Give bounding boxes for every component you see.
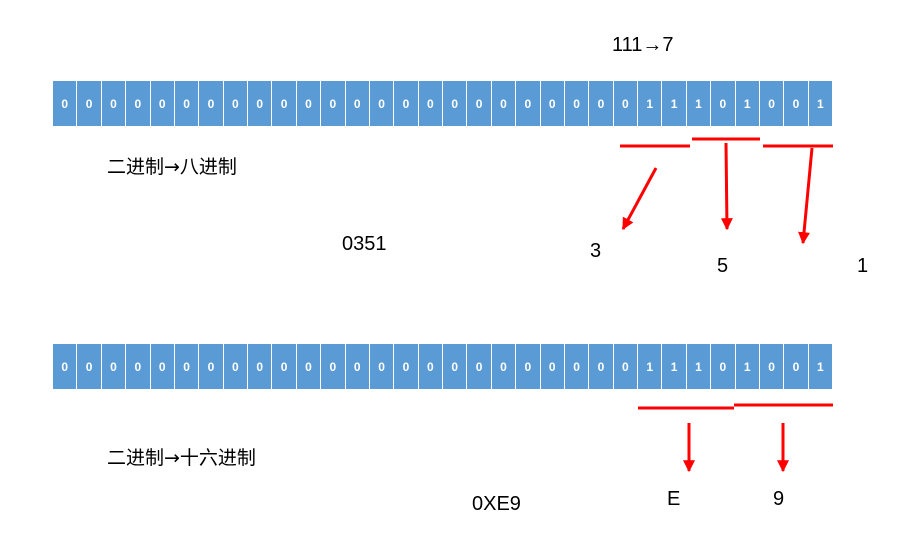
bit-cell: 1 — [736, 81, 760, 126]
bit-cell: 0 — [346, 81, 370, 126]
bit-cell: 0 — [321, 81, 346, 126]
bit-cell: 0 — [492, 344, 517, 389]
caption-binary-to-hex: 二进制→十六进制 — [107, 447, 256, 469]
bit-cell: 1 — [638, 81, 663, 126]
bit-cell: 0 — [467, 81, 492, 126]
bit-cell: 0 — [77, 81, 102, 126]
bit-cell: 0 — [346, 344, 370, 389]
bit-cell: 0 — [224, 344, 248, 389]
bit-cell: 0 — [565, 81, 590, 126]
bit-cell: 0 — [102, 81, 127, 126]
bit-cell: 0 — [370, 81, 395, 126]
bit-cell: 0 — [126, 344, 151, 389]
bit-cell: 0 — [760, 81, 785, 126]
bit-cell: 0 — [419, 344, 443, 389]
bit-cell: 0 — [224, 81, 248, 126]
bit-cell: 1 — [736, 344, 760, 389]
bit-cell: 0 — [760, 344, 785, 389]
bit-cell: 0 — [541, 81, 565, 126]
octal-digit-3: 3 — [590, 240, 602, 262]
bit-cell: 1 — [816, 359, 824, 374]
bit-cell: 0 — [394, 344, 419, 389]
bit-cell: 1 — [638, 344, 663, 389]
bit-cell: 0 — [77, 344, 102, 389]
bit-cell: 0 — [711, 344, 736, 389]
hex-digit-9: 9 — [773, 488, 785, 510]
bit-cell: 0 — [394, 81, 419, 126]
bit-cell: 0 — [467, 344, 492, 389]
hex-result: 0XE9 — [472, 493, 521, 515]
bit-cell: 0 — [419, 81, 443, 126]
bit-cell: 0 — [297, 344, 322, 389]
octal-arrow-1 — [621, 167, 658, 231]
octal-digit-5: 5 — [717, 255, 729, 277]
bit-cell: 0 — [370, 344, 395, 389]
octal-arrow-3 — [798, 147, 814, 245]
bit-cell: 0 — [199, 81, 224, 126]
bit-cell: 0 — [151, 344, 175, 389]
bit-cell: 0 — [126, 81, 151, 126]
octal-arrow-2 — [720, 142, 733, 231]
bit-cell: 0 — [784, 81, 809, 126]
octal-digit-1: 1 — [857, 255, 869, 277]
bit-cell: 0 — [784, 344, 809, 389]
title-label: 111→7 — [612, 34, 674, 56]
bit-cell: 1 — [687, 81, 712, 126]
bit-cell: 0 — [321, 344, 346, 389]
bit-cell: 0 — [614, 344, 638, 389]
bit-cell: 1 — [816, 96, 824, 111]
bit-cell: 0 — [53, 81, 78, 126]
bit-cell: 0 — [589, 81, 614, 126]
bit-cell: 1 — [662, 344, 687, 389]
bit-cell: 0 — [711, 81, 736, 126]
bit-cell: 0 — [516, 344, 541, 389]
bit-cell: 0 — [102, 344, 127, 389]
bit-cell: 0 — [53, 344, 78, 389]
bit-cell: 0 — [614, 81, 638, 126]
bit-cell: 0 — [565, 344, 590, 389]
bit-cell: 0 — [443, 344, 468, 389]
bit-cell: 0 — [199, 344, 224, 389]
bit-cell: 0 — [443, 81, 468, 126]
bit-cell: 0 — [175, 344, 200, 389]
bit-cell: 0 — [492, 81, 517, 126]
bit-cell: 0 — [297, 81, 322, 126]
bit-cell: 0 — [589, 344, 614, 389]
bit-cell: 0 — [272, 81, 297, 126]
caption-binary-to-octal: 二进制→八进制 — [107, 156, 237, 178]
octal-result: 0351 — [342, 233, 387, 255]
bit-cell: 0 — [151, 81, 175, 126]
bit-cell: 0 — [248, 81, 273, 126]
bit-cell: 1 — [687, 344, 712, 389]
hex-digit-E: E — [667, 488, 681, 510]
bit-cell: 1 — [662, 81, 687, 126]
bit-cell: 0 — [516, 81, 541, 126]
bit-cell: 0 — [248, 344, 273, 389]
bit-cell: 0 — [175, 81, 200, 126]
bit-cell: 0 — [272, 344, 297, 389]
bit-cell: 0 — [541, 344, 565, 389]
